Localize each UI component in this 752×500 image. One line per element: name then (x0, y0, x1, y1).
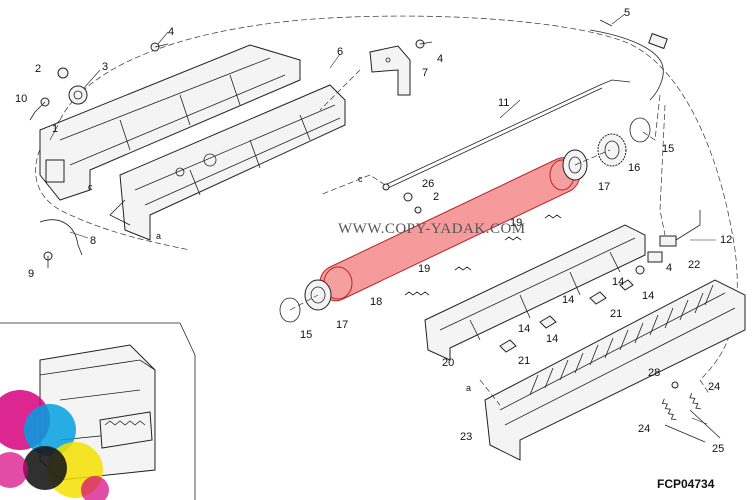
pressure-springs-part-24 (661, 381, 721, 443)
callout-11: 11 (498, 97, 509, 109)
heater-lamp-part-11 (382, 79, 631, 191)
bracket-part-7 (369, 45, 411, 96)
spring-part-19 (404, 214, 562, 296)
callout-15-right: 15 (662, 143, 674, 155)
callout-28: 28 (648, 367, 660, 379)
terminal-part-26 (403, 192, 422, 214)
callout-6: 6 (337, 46, 343, 58)
callout-14-d: 14 (518, 323, 530, 335)
center-frame-part-6 (109, 84, 346, 241)
callout-leaders (49, 13, 716, 425)
callout-24-left: 24 (638, 423, 650, 435)
callout-17-left: 17 (336, 319, 348, 331)
ref-letter-a-1: a (156, 231, 161, 241)
callout-2-b: 2 (433, 191, 439, 203)
callout-21-left: 21 (518, 355, 530, 367)
wire-harness-part-5 (589, 19, 668, 101)
callout-23: 23 (460, 431, 472, 443)
callout-5: 5 (624, 7, 630, 19)
ref-letter-c-1: c (358, 174, 363, 184)
callout-7: 7 (422, 67, 428, 79)
gear-part-16 (597, 133, 627, 167)
callout-8: 8 (90, 235, 96, 247)
callout-22: 22 (688, 259, 700, 271)
cable-part-8 (39, 219, 83, 256)
figure-id: FCP04734 (657, 477, 715, 491)
callout-14-b: 14 (642, 290, 654, 302)
claw-parts-14-21 (499, 279, 634, 353)
callout-4-c: 4 (666, 262, 672, 274)
callout-9: 9 (28, 268, 34, 280)
c-ring-part-15-left (279, 297, 301, 323)
callout-26: 26 (422, 178, 434, 190)
callout-14-e: 14 (546, 333, 558, 345)
callout-20: 20 (442, 357, 454, 369)
lower-fuser-frame-part-23 (484, 279, 746, 461)
assembly-boundary (59, 15, 738, 381)
color-logo (0, 390, 109, 500)
side-frame-part-1 (39, 44, 301, 201)
leader-lines (289, 69, 711, 406)
reference-letters: a a c c (88, 174, 471, 393)
connector-part-22 (647, 251, 663, 263)
callout-16: 16 (628, 162, 640, 174)
callout-2: 2 (35, 63, 41, 75)
callout-numbers: 4 2 3 10 1 6 4 7 5 11 15 16 17 26 2 8 9 … (15, 7, 732, 455)
callout-3: 3 (102, 61, 108, 73)
callout-4: 4 (168, 26, 174, 38)
callout-4-b: 4 (437, 53, 443, 65)
screw-icons (29, 39, 645, 275)
callout-1: 1 (52, 123, 58, 135)
assembly-boundary-left (35, 119, 191, 251)
upper-fuser-frame-part-20 (424, 224, 646, 361)
c-ring-part-15-right (629, 117, 651, 143)
callout-14-c: 14 (562, 294, 574, 306)
ref-letter-a-2: a (466, 383, 471, 393)
callout-21-right: 21 (610, 308, 622, 320)
ref-letter-c-2: c (88, 182, 93, 192)
callout-19-right: 19 (510, 217, 522, 229)
callout-18: 18 (370, 296, 382, 308)
callout-19-left: 19 (418, 263, 430, 275)
callout-12: 12 (720, 234, 732, 246)
watermark-text: WWW.COPY-YADAK.COM (338, 221, 526, 237)
callout-14-a: 14 (612, 276, 624, 288)
callout-24-right: 24 (708, 381, 720, 393)
callout-15-left: 15 (300, 329, 312, 341)
callout-17-right: 17 (598, 181, 610, 193)
thermistor-part-12 (659, 210, 701, 247)
callout-10: 10 (15, 93, 27, 105)
callout-25: 25 (712, 443, 724, 455)
